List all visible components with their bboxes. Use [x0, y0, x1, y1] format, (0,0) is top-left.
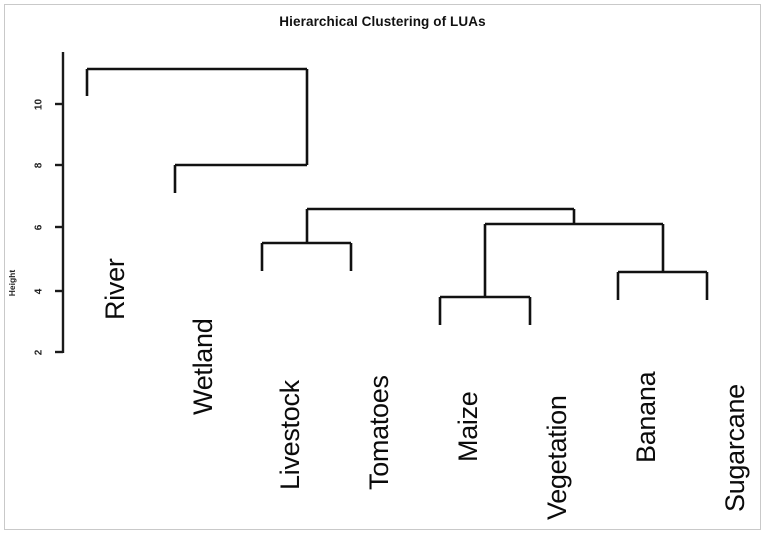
merge-node-level2 — [305, 207, 576, 243]
leaf-label-banana: Banana — [631, 371, 661, 463]
leaf-label-tomatoes: Tomatoes — [364, 375, 394, 490]
leaf-label-river: River — [100, 258, 130, 320]
merge-node-root — [85, 67, 309, 165]
merge-node-maize-vegetation — [438, 295, 532, 325]
leaf-label-sugarcane: Sugarcane — [720, 384, 750, 512]
merge-node-livestock-tomatoes — [260, 241, 353, 271]
leaf-label-wetland: Wetland — [188, 318, 218, 415]
leaf-label-maize: Maize — [453, 391, 483, 462]
merge-node-banana-sugarcane — [616, 270, 709, 300]
merge-node-wetland-rest — [173, 163, 307, 193]
merge-node-crops — [483, 222, 665, 297]
leaf-label-livestock: Livestock — [275, 380, 305, 490]
leaf-label-vegetation: Vegetation — [542, 395, 572, 520]
chart-title: Hierarchical Clustering of LUAs — [279, 14, 486, 29]
